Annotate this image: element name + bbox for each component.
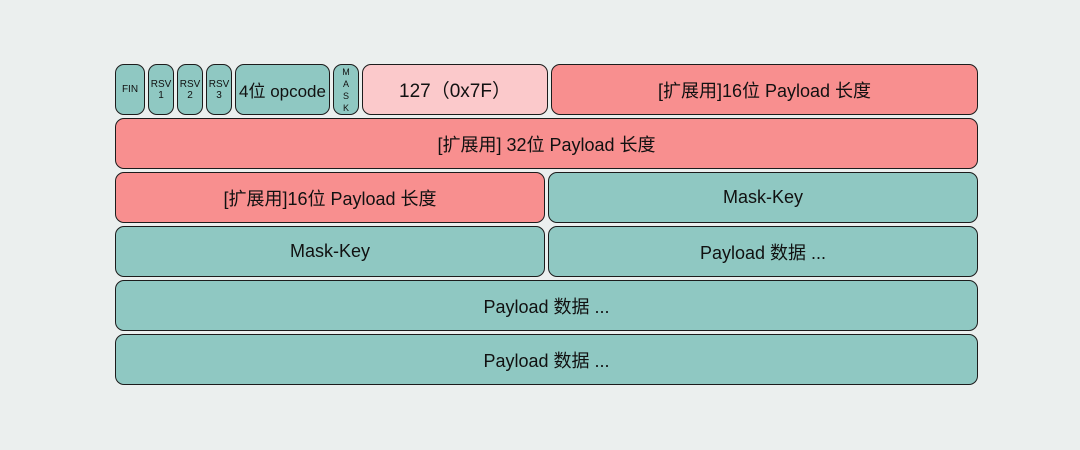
frame-row-payload-2: Payload 数据 ... [115,334,978,385]
payload-data-cell-1: Payload 数据 ... [548,226,978,277]
payload-len-127-cell: 127（0x7F） [362,64,548,115]
frame-row-header-bits: FIN RSV 1 RSV 2 RSV 3 4位 opcode MASK 127… [115,64,978,115]
payload-data-cell-3: Payload 数据 ... [115,334,978,385]
mask-key-cell-2: Mask-Key [115,226,545,277]
frame-row-extlen-maskkey: [扩展用]16位 Payload 长度 Mask-Key [115,172,978,223]
rsv3-bit-cell: RSV 3 [206,64,232,115]
frame-row-maskkey-payload: Mask-Key Payload 数据 ... [115,226,978,277]
extended-32bit-length-cell: [扩展用] 32位 Payload 长度 [115,118,978,169]
extended-16bit-length-cell-2: [扩展用]16位 Payload 长度 [115,172,545,223]
frame-row-payload-1: Payload 数据 ... [115,280,978,331]
extended-16bit-length-cell: [扩展用]16位 Payload 长度 [551,64,978,115]
payload-data-cell-2: Payload 数据 ... [115,280,978,331]
frame-row-extended-32bit: [扩展用] 32位 Payload 长度 [115,118,978,169]
opcode-cell: 4位 opcode [235,64,330,115]
websocket-frame-diagram: FIN RSV 1 RSV 2 RSV 3 4位 opcode MASK 127… [115,64,978,385]
mask-key-cell: Mask-Key [548,172,978,223]
mask-bit-cell: MASK [333,64,359,115]
fin-bit-cell: FIN [115,64,145,115]
rsv2-bit-cell: RSV 2 [177,64,203,115]
rsv1-bit-cell: RSV 1 [148,64,174,115]
